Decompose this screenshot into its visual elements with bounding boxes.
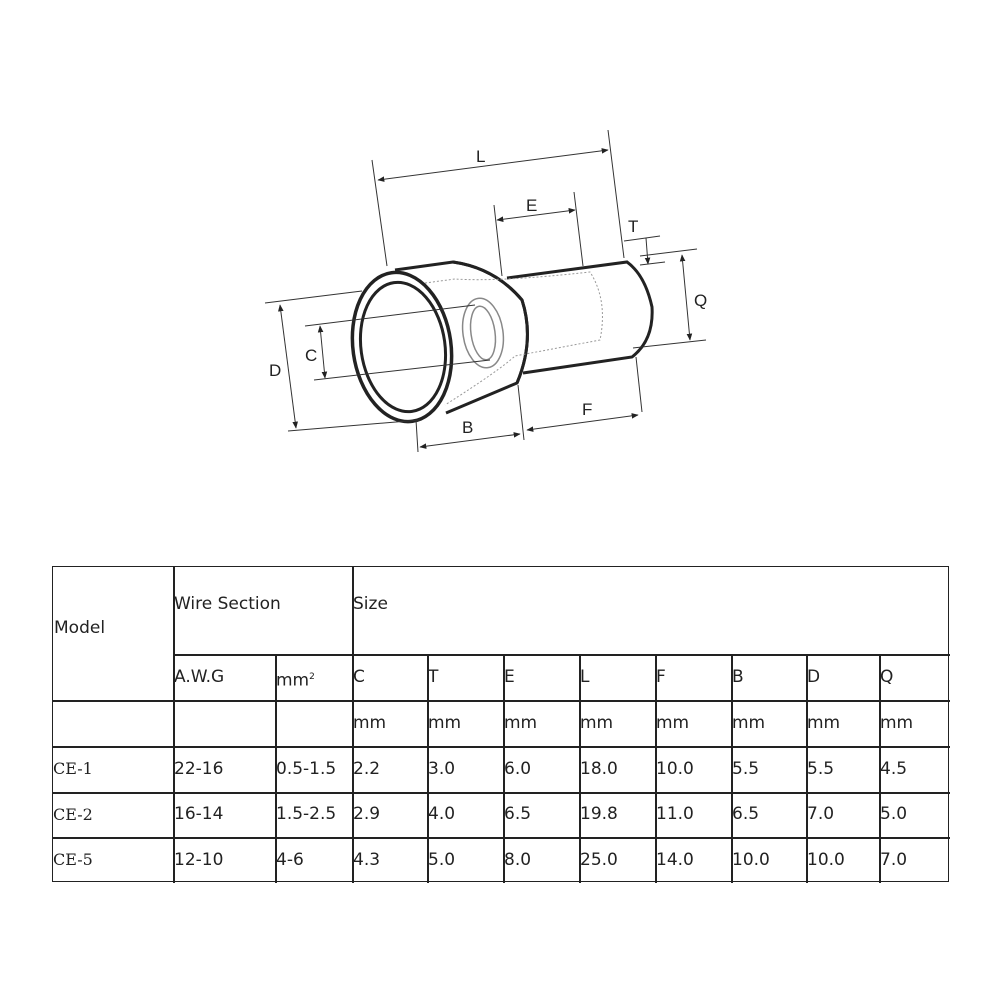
row-value: 2.2 xyxy=(353,759,381,779)
unit-cell: mm xyxy=(504,713,538,733)
row-awg: 22-16 xyxy=(174,759,224,779)
ferrule-dimension-diagram: L E T Q D C B F xyxy=(264,129,707,453)
dim-label-f: F xyxy=(582,400,592,419)
table-divider xyxy=(53,746,950,748)
row-model: CE-5 xyxy=(53,850,93,869)
unit-cell: mm xyxy=(880,713,914,733)
row-value: 10.0 xyxy=(656,759,694,779)
table-divider xyxy=(503,654,505,883)
header-size-column: L xyxy=(580,667,590,687)
header-wire-section: Wire Section xyxy=(174,594,281,614)
header-size-column: F xyxy=(656,667,666,687)
table-divider xyxy=(53,700,950,702)
table-divider xyxy=(879,654,881,883)
table-divider xyxy=(173,567,175,883)
table-divider xyxy=(352,567,354,883)
row-model: CE-1 xyxy=(53,759,93,778)
row-value: 5.0 xyxy=(880,804,908,824)
row-value: 7.0 xyxy=(880,850,908,870)
row-mm2: 1.5-2.5 xyxy=(276,804,337,824)
table-divider xyxy=(579,654,581,883)
row-value: 10.0 xyxy=(807,850,845,870)
row-value: 11.0 xyxy=(656,804,694,824)
row-awg: 12-10 xyxy=(174,850,224,870)
header-mm2: mm2 xyxy=(276,654,315,700)
row-value: 2.9 xyxy=(353,804,381,824)
dim-label-l: L xyxy=(476,147,485,166)
row-value: 3.0 xyxy=(428,759,456,779)
row-value: 14.0 xyxy=(656,850,694,870)
row-value: 7.0 xyxy=(807,804,835,824)
row-value: 6.5 xyxy=(504,804,532,824)
table-divider xyxy=(806,654,808,883)
row-value: 18.0 xyxy=(580,759,618,779)
header-size-column: E xyxy=(504,667,515,687)
table-divider xyxy=(655,654,657,883)
mm2-superscript: 2 xyxy=(309,672,315,682)
unit-cell: mm xyxy=(580,713,614,733)
unit-cell: mm xyxy=(428,713,462,733)
dim-label-d: D xyxy=(269,361,281,380)
dim-label-c: C xyxy=(305,346,317,365)
row-value: 5.5 xyxy=(732,759,760,779)
header-size-column: C xyxy=(353,667,365,687)
header-size-column: Q xyxy=(880,667,894,687)
row-model: CE-2 xyxy=(53,805,93,824)
row-value: 10.0 xyxy=(732,850,770,870)
row-value: 19.8 xyxy=(580,804,618,824)
header-size-column: D xyxy=(807,667,821,687)
unit-cell: mm xyxy=(656,713,690,733)
unit-cell: mm xyxy=(807,713,841,733)
row-value: 5.5 xyxy=(807,759,835,779)
header-size-column: T xyxy=(428,667,439,687)
row-value: 4.3 xyxy=(353,850,381,870)
dim-label-t: T xyxy=(628,217,638,236)
table-divider xyxy=(53,837,950,839)
row-awg: 16-14 xyxy=(174,804,224,824)
row-value: 4.5 xyxy=(880,759,908,779)
row-value: 25.0 xyxy=(580,850,618,870)
row-value: 6.5 xyxy=(732,804,760,824)
table-divider xyxy=(427,654,429,883)
row-mm2: 4-6 xyxy=(276,850,304,870)
ferrule-drawing xyxy=(350,260,654,424)
table-divider xyxy=(275,654,277,883)
unit-cell: mm xyxy=(732,713,766,733)
header-awg: A.W.G xyxy=(174,667,225,687)
unit-cell: mm xyxy=(353,713,387,733)
row-value: 8.0 xyxy=(504,850,532,870)
dim-label-q: Q xyxy=(694,291,707,310)
table-divider xyxy=(53,792,950,794)
row-value: 4.0 xyxy=(428,804,456,824)
row-value: 5.0 xyxy=(428,850,456,870)
header-size: Size xyxy=(353,594,388,614)
dim-label-b: B xyxy=(462,418,473,437)
header-model: Model xyxy=(54,618,106,638)
dim-label-e: E xyxy=(526,196,537,215)
table-divider xyxy=(731,654,733,883)
dimension-lines xyxy=(264,129,707,453)
mm2-base: mm xyxy=(276,670,310,691)
header-size-column: B xyxy=(732,667,744,687)
row-value: 6.0 xyxy=(504,759,532,779)
table-divider xyxy=(173,654,950,656)
row-mm2: 0.5-1.5 xyxy=(276,759,337,779)
